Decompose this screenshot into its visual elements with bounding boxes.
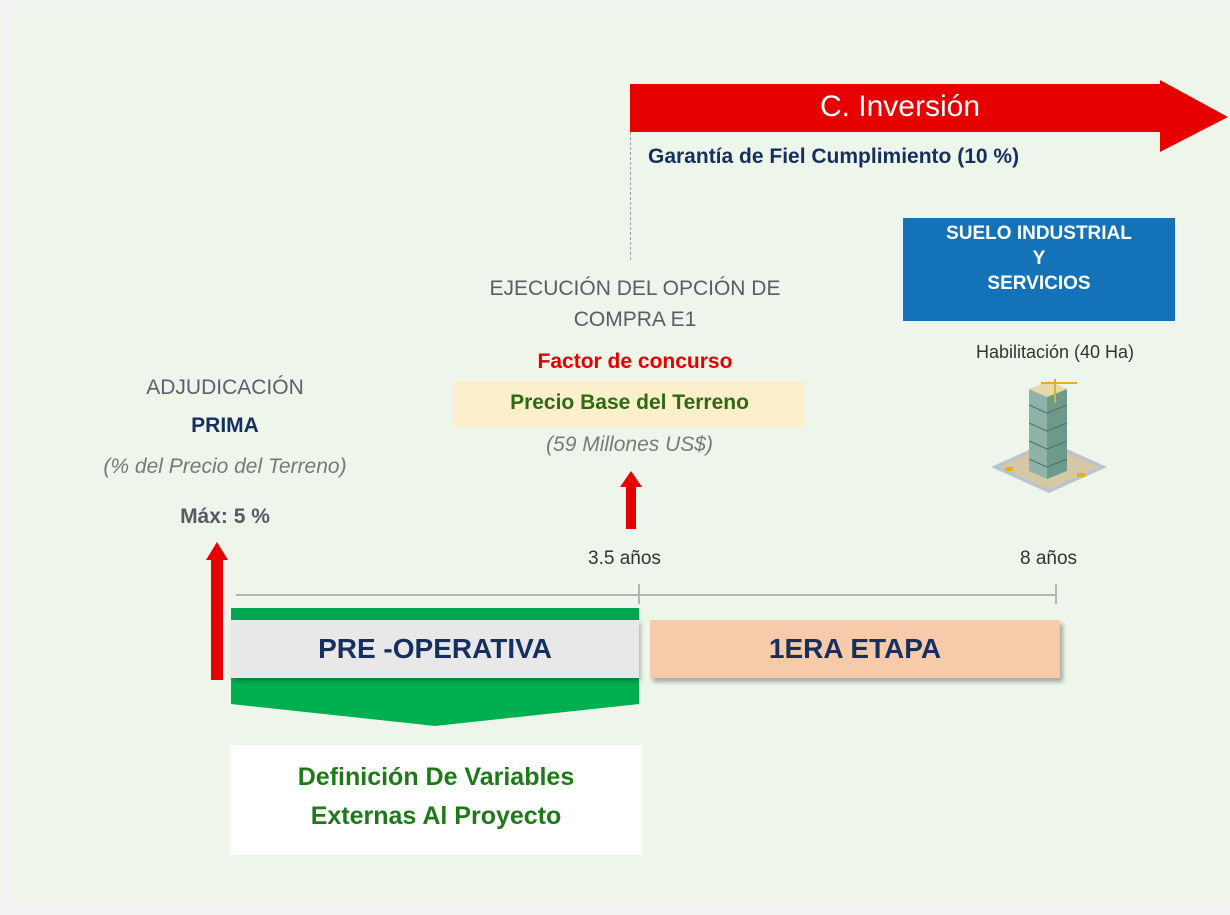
ejecucion-line-1: EJECUCIÓN DEL OPCIÓN DE bbox=[489, 277, 781, 300]
red-arrow-up-icon bbox=[620, 471, 642, 529]
pre-operativa-top-bar bbox=[231, 608, 639, 620]
c-inversion-arrow bbox=[630, 80, 1228, 152]
habilitacion-label: Habilitación (40 Ha) bbox=[975, 342, 1135, 362]
mark-8-years: 8 años bbox=[1020, 548, 1078, 569]
building-icon bbox=[991, 379, 1107, 493]
mark-3-5-years: 3.5 años bbox=[588, 548, 661, 569]
suelo-industrial-box: SUELO INDUSTRIAL Y SERVICIOS bbox=[903, 218, 1175, 321]
red-arrow-up-icon bbox=[206, 542, 228, 680]
definicion-box bbox=[230, 745, 642, 855]
suelo-line-3: SERVICIOS bbox=[987, 273, 1091, 294]
millones-label: (59 Millones US$) bbox=[546, 433, 713, 456]
timeline-axis bbox=[236, 594, 1056, 596]
garantia-label: Garantía de Fiel Cumplimiento (10 %) bbox=[648, 145, 1020, 168]
timeline-tick bbox=[638, 584, 640, 604]
c-inversion-label: C. Inversión bbox=[819, 90, 981, 123]
ejecucion-label: EJECUCIÓN DEL OPCIÓN DE COMPRA E1 bbox=[430, 273, 840, 335]
max-label: Máx: 5 % bbox=[180, 505, 270, 528]
adjudicacion-label: ADJUDICACIÓN bbox=[146, 376, 304, 399]
green-chevron-icon bbox=[231, 676, 639, 726]
definicion-label: Definición De Variables Externas Al Proy… bbox=[230, 758, 642, 836]
pct-precio-label: (% del Precio del Terreno) bbox=[103, 455, 347, 478]
dashed-connector bbox=[630, 132, 631, 260]
suelo-line-2: Y bbox=[1032, 248, 1046, 269]
precio-base-label: Precio Base del Terreno bbox=[510, 391, 749, 414]
primera-etapa-phase: 1ERA ETAPA bbox=[650, 620, 1060, 678]
ejecucion-line-2: COMPRA E1 bbox=[573, 308, 697, 331]
timeline-tick bbox=[1055, 584, 1057, 604]
factor-concurso-label: Factor de concurso bbox=[537, 350, 733, 373]
pre-operativa-phase: PRE -OPERATIVA bbox=[231, 620, 639, 678]
definicion-line-1: Definición De Variables bbox=[297, 763, 575, 791]
suelo-line-1: SUELO INDUSTRIAL bbox=[946, 223, 1132, 244]
prima-label: PRIMA bbox=[191, 414, 259, 437]
precio-base-highlight bbox=[454, 381, 805, 428]
definicion-line-2: Externas Al Proyecto bbox=[310, 802, 562, 830]
